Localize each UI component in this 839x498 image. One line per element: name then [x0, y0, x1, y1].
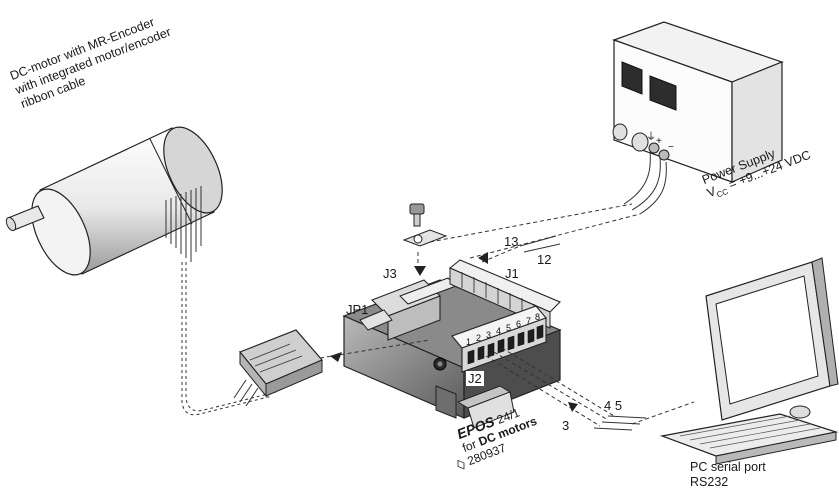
pin-number: 3 — [486, 330, 492, 340]
connector-j2-label: J2 — [466, 371, 484, 386]
wire-arrows — [330, 252, 578, 412]
pin-number: 6 — [516, 319, 522, 329]
wire-13-label: 13 — [504, 234, 519, 249]
pin-number: 4 — [496, 326, 502, 336]
pin-number: 7 — [526, 316, 532, 326]
pc-label-line-1: PC serial port — [690, 460, 766, 474]
connector-j3-label: J3 — [383, 266, 397, 281]
pc-label-line-2: RS232 — [690, 475, 729, 489]
wire-4-5-label: 4 5 — [604, 398, 623, 413]
ground-screw — [402, 203, 448, 247]
dc-motor — [5, 126, 223, 276]
wire-12-label: 12 — [537, 252, 552, 267]
pin-number: 1 — [466, 337, 472, 347]
ribbon-cable-route — [181, 262, 273, 416]
wire-3-label: 3 — [562, 418, 570, 433]
pin-number: 2 — [476, 333, 482, 343]
pin-number: 8 — [535, 312, 541, 322]
motor-ribbon-cable — [165, 186, 202, 262]
pc-computer — [659, 257, 839, 465]
epos-controller — [342, 259, 562, 470]
ground-terminal-symbol: ⏚ — [646, 132, 656, 143]
negative-terminal-symbol: − — [668, 142, 674, 153]
power-supply — [612, 21, 784, 215]
pc-label: PC serial port RS232 — [690, 460, 766, 490]
pin-number: 5 — [506, 323, 512, 333]
positive-terminal-symbol: + — [656, 136, 662, 147]
ribbon-connector — [233, 329, 323, 407]
connector-j1-label: J1 — [505, 266, 519, 281]
connector-jp1-label: JP1 — [346, 302, 369, 317]
